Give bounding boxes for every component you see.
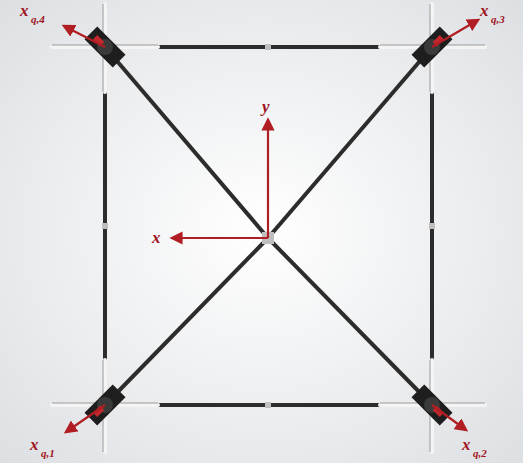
axis-letter: x [152,229,161,246]
axis-letter: x [480,2,489,19]
axis-subscript: q,3 [491,14,505,25]
rotor-units [84,26,452,425]
axis-letter: y [262,98,270,115]
frame [105,47,432,405]
axis-letter: x [30,436,39,453]
axis-subscript: q,1 [41,448,55,459]
frame-joints [102,44,435,408]
axis-subscript: q,4 [31,14,45,25]
propeller-edges [52,4,485,452]
propellers [52,4,485,452]
axis-arrows [64,20,478,432]
axis-letter: x [20,2,29,19]
axis-subscript: q,2 [473,448,487,459]
axis-letter: x [462,436,471,453]
